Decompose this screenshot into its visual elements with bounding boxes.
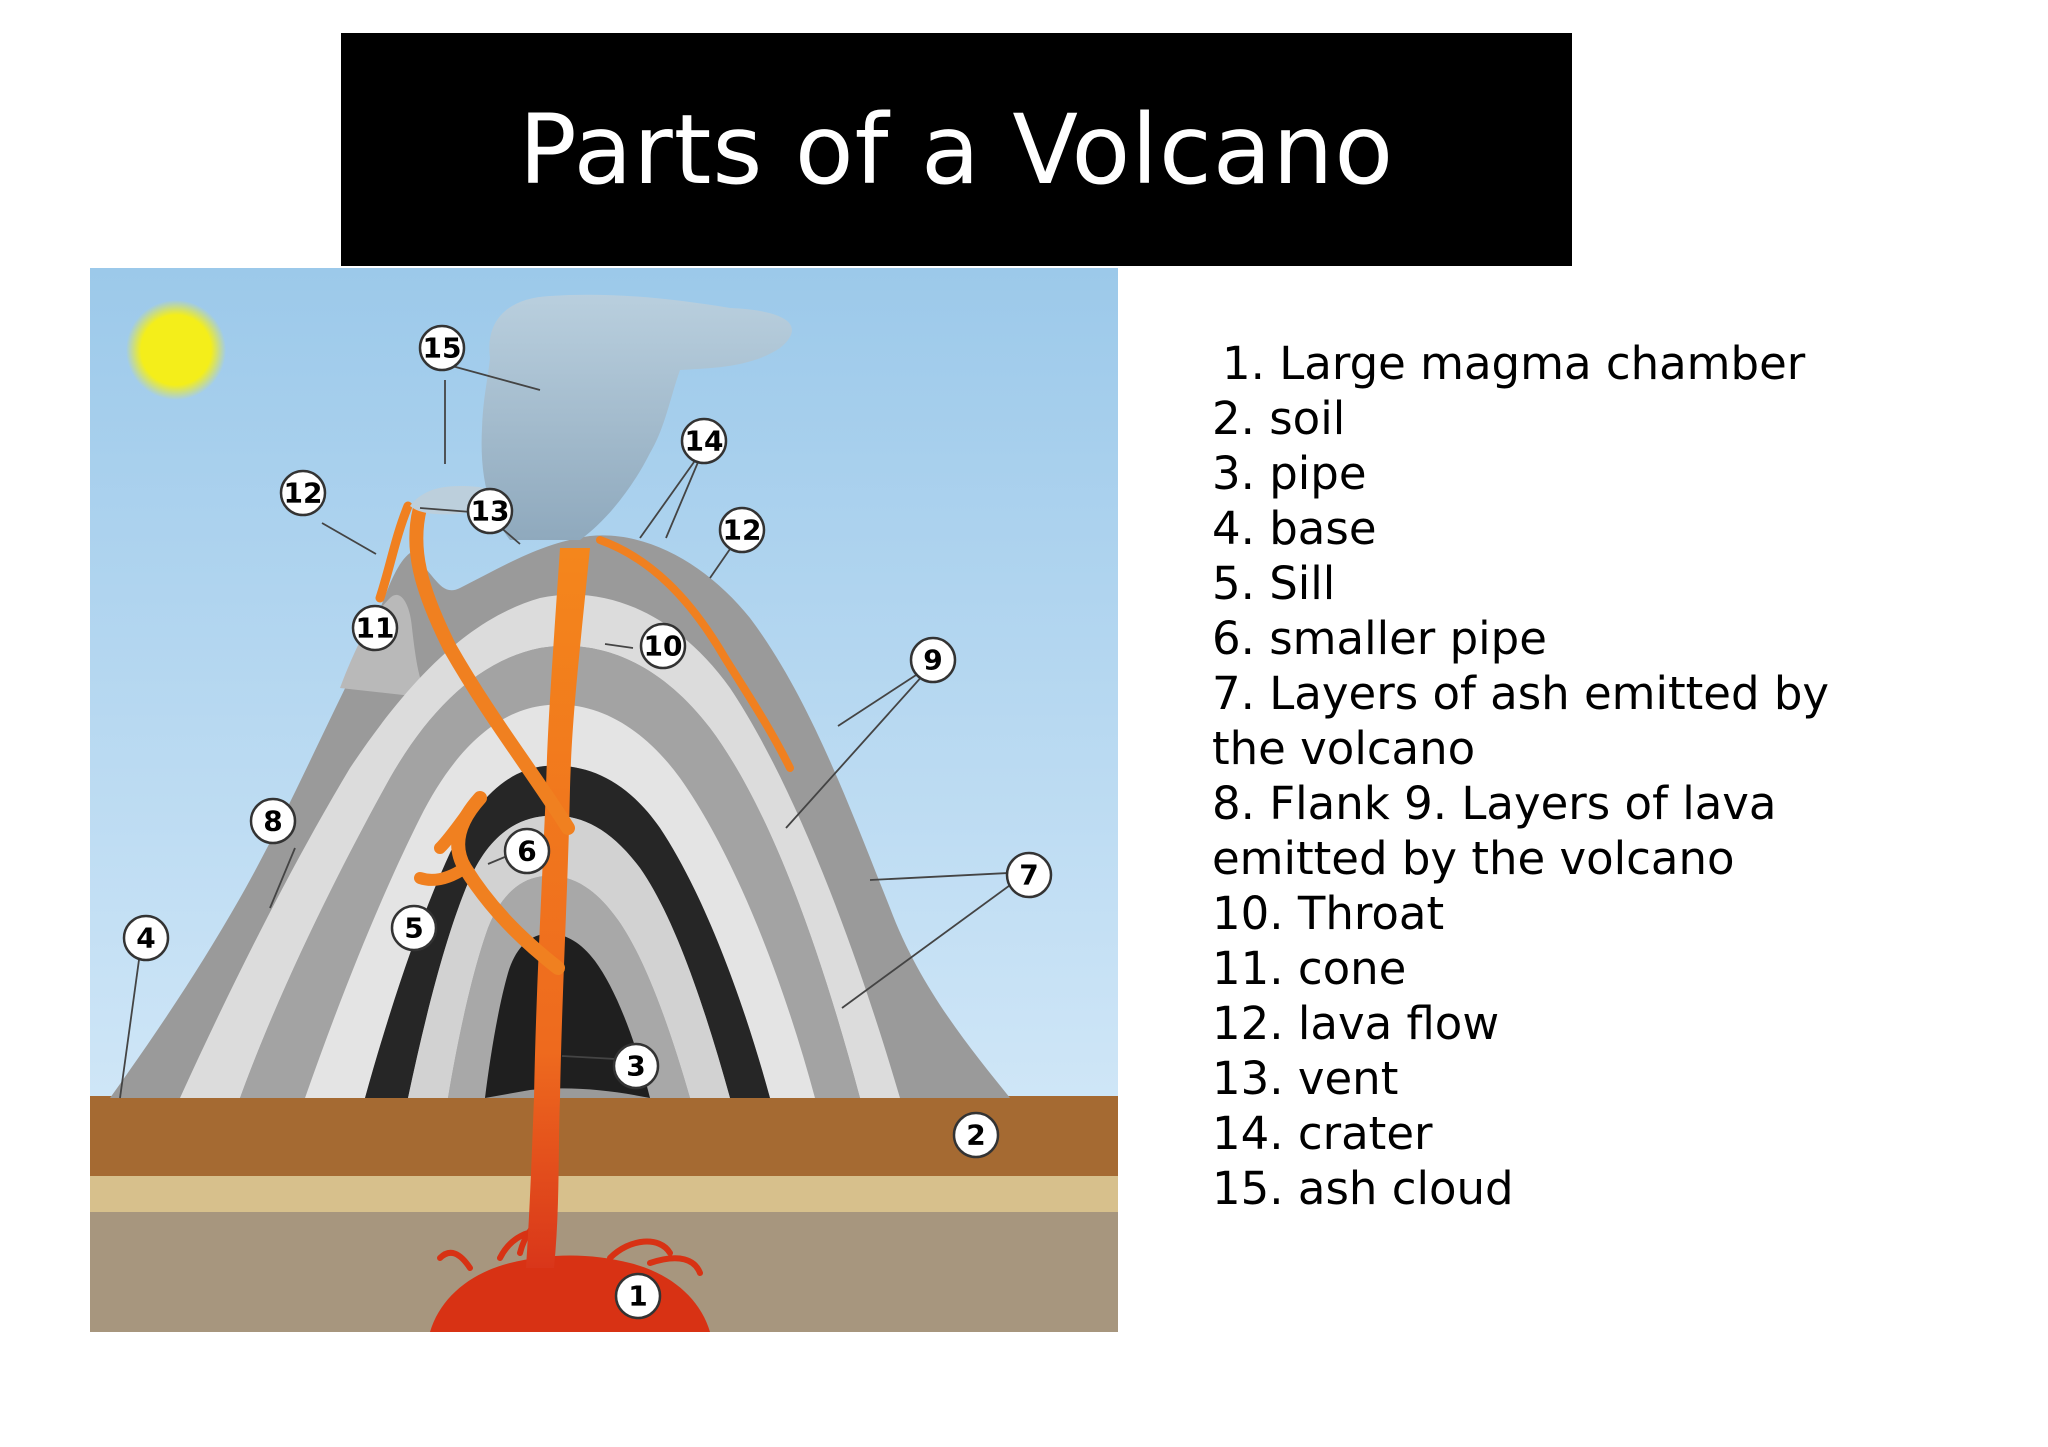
- svg-text:13: 13: [471, 495, 510, 528]
- svg-text:15: 15: [423, 332, 462, 365]
- ash-band-4: [408, 815, 730, 1098]
- svg-text:12: 12: [723, 514, 762, 547]
- legend-item: 14. crater: [1212, 1107, 1433, 1160]
- legend-item: 5. Sill: [1212, 557, 1336, 610]
- svg-text:5: 5: [404, 912, 423, 945]
- volcano-diagram: 15 14 13 12 12 11 10 9 8 7 6 5 4 3 2 1: [90, 268, 1118, 1332]
- callout-12b: 12: [718, 506, 766, 554]
- legend-item: 4. base: [1212, 502, 1377, 555]
- legend-item: 1. Large magma chamber: [1222, 337, 1806, 390]
- callout-9: 9: [909, 636, 957, 684]
- callout-10: 10: [639, 622, 687, 670]
- leader-lines: [119, 365, 1029, 1099]
- soil-layer: [90, 1096, 1118, 1180]
- legend-item: 8. Flank 9. Layers of lava: [1212, 777, 1777, 830]
- vent-pipe: [409, 501, 575, 835]
- legend-item: the volcano: [1212, 722, 1476, 775]
- svg-text:12: 12: [284, 477, 323, 510]
- legend-item: emitted by the volcano: [1212, 832, 1735, 885]
- magma-roots: [437, 1210, 703, 1276]
- callout-14: 14: [680, 417, 728, 465]
- legend-item: 11. cone: [1212, 942, 1407, 995]
- svg-text:14: 14: [685, 425, 724, 458]
- ash-band-2: [240, 645, 860, 1098]
- svg-text:6: 6: [517, 835, 536, 868]
- legend-item: 3. pipe: [1212, 447, 1367, 500]
- svg-text:8: 8: [263, 805, 282, 838]
- callout-1: 1: [614, 1272, 662, 1320]
- legend-item: 6. smaller pipe: [1212, 612, 1547, 665]
- side-vent-pipe: [375, 501, 413, 603]
- sun: [126, 300, 226, 400]
- callout-2: 2: [952, 1111, 1000, 1159]
- ash-band-1: [180, 594, 900, 1098]
- svg-text:1: 1: [628, 1280, 647, 1313]
- svg-text:2: 2: [966, 1119, 985, 1152]
- ash-cloud: [481, 294, 792, 540]
- lava-band-core: [485, 933, 650, 1098]
- main-throat: [526, 548, 590, 1268]
- callout-12a: 12: [279, 469, 327, 517]
- title-banner: Parts of a Volcano: [341, 33, 1572, 266]
- legend-item: 2. soil: [1212, 392, 1346, 445]
- page-title: Parts of a Volcano: [518, 93, 1395, 206]
- callout-5: 5: [390, 904, 438, 952]
- svg-text:7: 7: [1019, 859, 1038, 892]
- callout-13: 13: [466, 487, 514, 535]
- callout-4: 4: [122, 914, 170, 962]
- legend-item: 12. lava flow: [1212, 997, 1500, 1050]
- callout-8: 8: [249, 797, 297, 845]
- sand-layer: [90, 1176, 1118, 1212]
- legend-item: 7. Layers of ash emitted by: [1212, 667, 1830, 720]
- legend-item: 13. vent: [1212, 1052, 1399, 1105]
- right-lava-flow: [596, 536, 794, 772]
- svg-text:3: 3: [626, 1050, 645, 1083]
- callout-3: 3: [612, 1042, 660, 1090]
- callout-15: 15: [418, 324, 466, 372]
- legend-item: 10. Throat: [1212, 887, 1445, 940]
- sill: [414, 797, 481, 886]
- callout-6: 6: [503, 827, 551, 875]
- ash-band-3: [305, 704, 815, 1098]
- svg-text:4: 4: [136, 922, 155, 955]
- callout-7: 7: [1005, 851, 1053, 899]
- legend-item: 15. ash cloud: [1212, 1162, 1514, 1215]
- callout-11: 11: [351, 604, 399, 652]
- svg-text:11: 11: [356, 612, 395, 645]
- lava-band-1: [365, 765, 770, 1098]
- parts-legend: 1. Large magma chamber 2. soil 3. pipe 4…: [1212, 336, 1872, 1216]
- svg-text:10: 10: [644, 630, 683, 663]
- svg-text:9: 9: [923, 644, 942, 677]
